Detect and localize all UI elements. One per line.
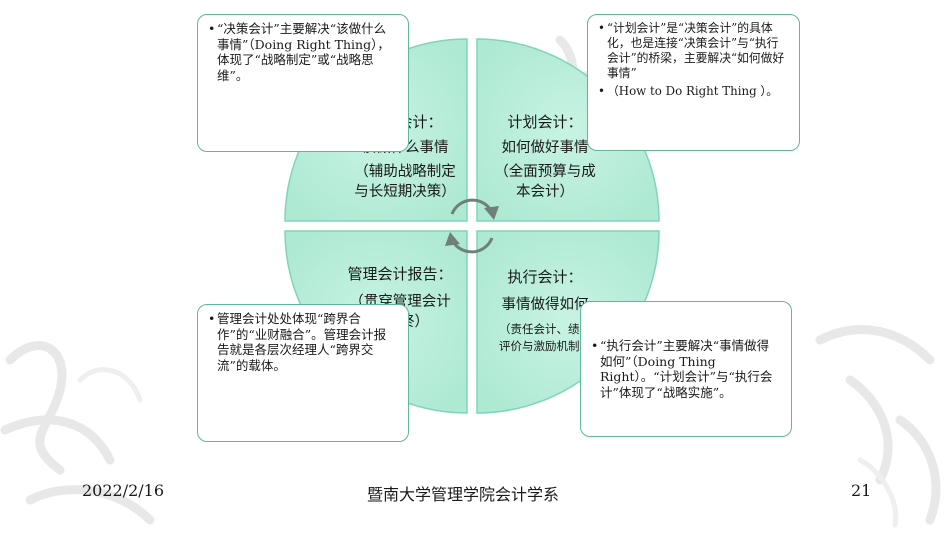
planning-accounting-title: 计划会计： bbox=[507, 113, 583, 131]
callout-item: （How to Do Right Thing ）。 bbox=[598, 84, 789, 99]
execution-accounting-detail: 评价与激励机制） bbox=[499, 339, 591, 353]
planning-accounting-line: 本会计） bbox=[516, 184, 574, 200]
callout-execution-accounting: “执行会计”主要解决“事情做得如何”（Doing Thing Right）。“计… bbox=[580, 301, 792, 437]
planning-accounting-line: （全面预算与成 bbox=[494, 164, 596, 180]
callout-item: “计划会计”是“决策会计”的具体化，也是连接“决策会计”与“执行会计”的桥梁，主… bbox=[598, 21, 789, 81]
execution-accounting-detail: （责任会计、绩效 bbox=[499, 322, 591, 336]
callout-decision-accounting: “决策会计”主要解决“该做什么事情”（Doing Right Thing），体现… bbox=[197, 14, 409, 152]
callout-item: “决策会计”主要解决“该做什么事情”（Doing Right Thing），体现… bbox=[208, 21, 398, 83]
refresh-cycle-icon bbox=[450, 198, 494, 254]
footer-date: 2022/2/16 bbox=[82, 481, 165, 500]
footer-page-number: 21 bbox=[851, 481, 872, 500]
quadrant-bottom-right-text: 执行会计： 事情做得如何 （责任会计、绩效 评价与激励机制） bbox=[470, 265, 620, 355]
decision-accounting-line: （辅助战略制定 bbox=[354, 164, 456, 180]
reporting-title: 管理会计报告： bbox=[347, 265, 453, 283]
callout-item: “执行会计”主要解决“事情做得如何”（Doing Thing Right）。“计… bbox=[591, 338, 781, 400]
planning-accounting-line: 如何做好事情 bbox=[501, 140, 589, 156]
callout-management-reporting: 管理会计处处体现“跨界合作”的“业财融合”。管理会计报告就是各层次经理人“跨界交… bbox=[197, 304, 409, 442]
decision-accounting-line: 与长短期决策） bbox=[354, 184, 456, 200]
execution-accounting-title: 执行会计： bbox=[507, 268, 583, 286]
footer-organization: 暨南大学管理学院会计学系 bbox=[367, 485, 560, 504]
callout-planning-accounting: “计划会计”是“决策会计”的具体化，也是连接“决策会计”与“执行会计”的桥梁，主… bbox=[587, 14, 800, 151]
quadrant-top-right-text: 计划会计： 如何做好事情 （全面预算与成 本会计） bbox=[470, 110, 620, 202]
callout-item: 管理会计处处体现“跨界合作”的“业财融合”。管理会计报告就是各层次经理人“跨界交… bbox=[208, 311, 398, 373]
execution-accounting-line: 事情做得如何 bbox=[501, 297, 589, 313]
